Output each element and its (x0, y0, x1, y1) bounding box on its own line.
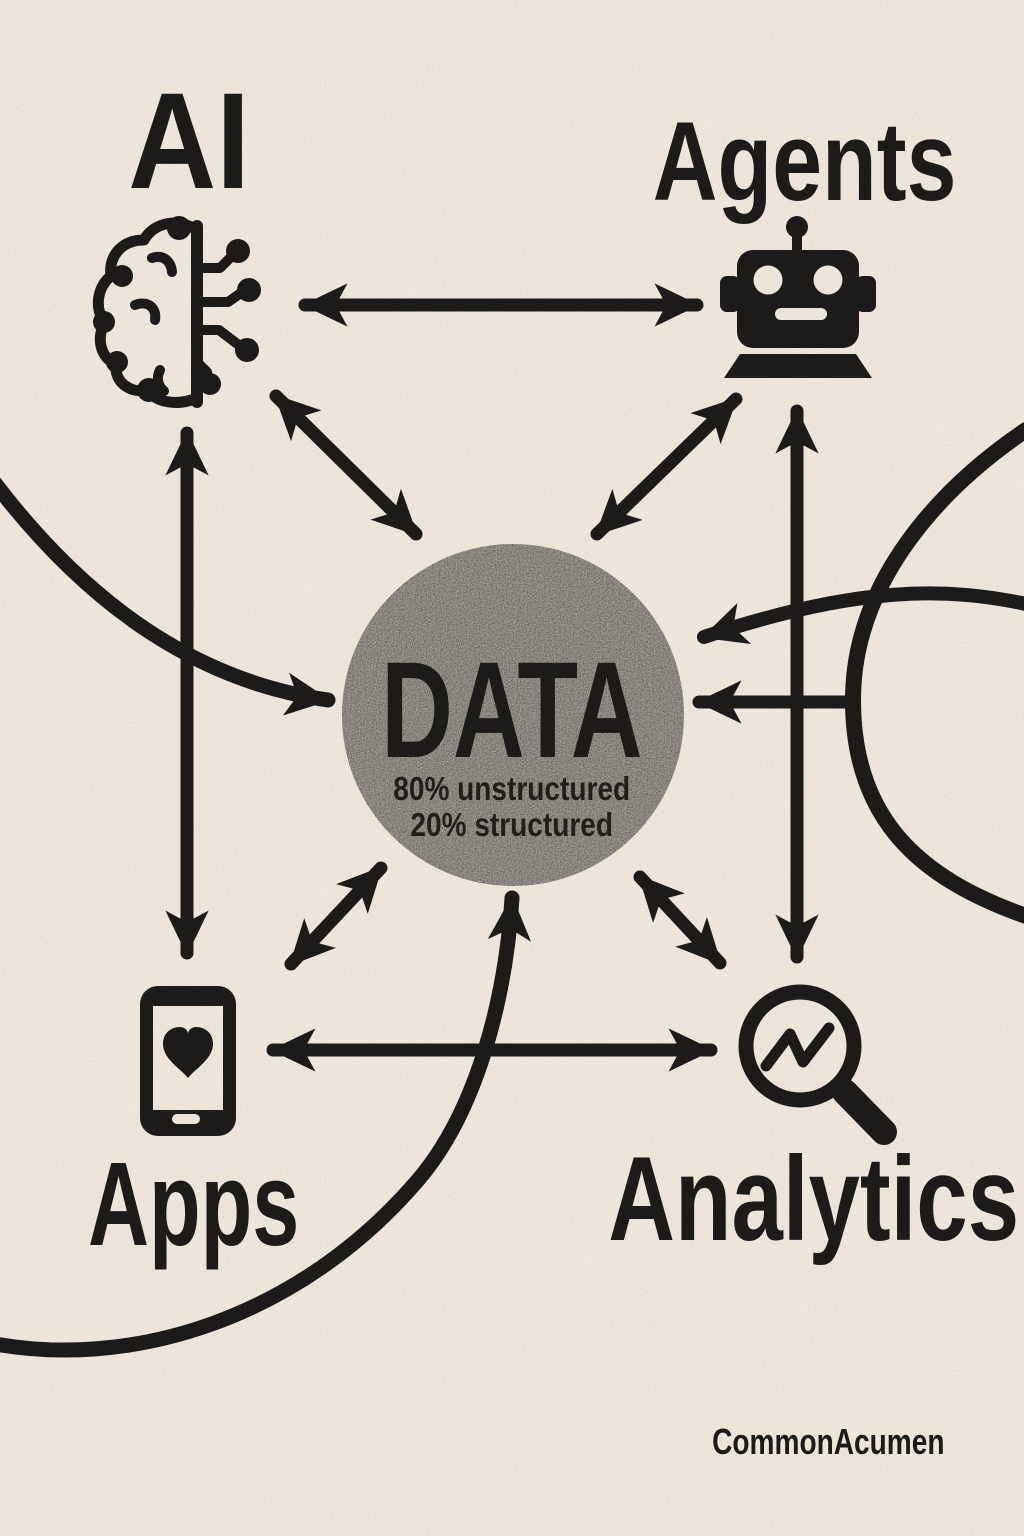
poster-canvas: DATA 80% unstructured 20% structured (0, 0, 1024, 1536)
data-ecosystem-poster: DATA 80% unstructured 20% structured (0, 0, 1024, 1536)
paper-grain-overlay (0, 0, 1024, 1536)
